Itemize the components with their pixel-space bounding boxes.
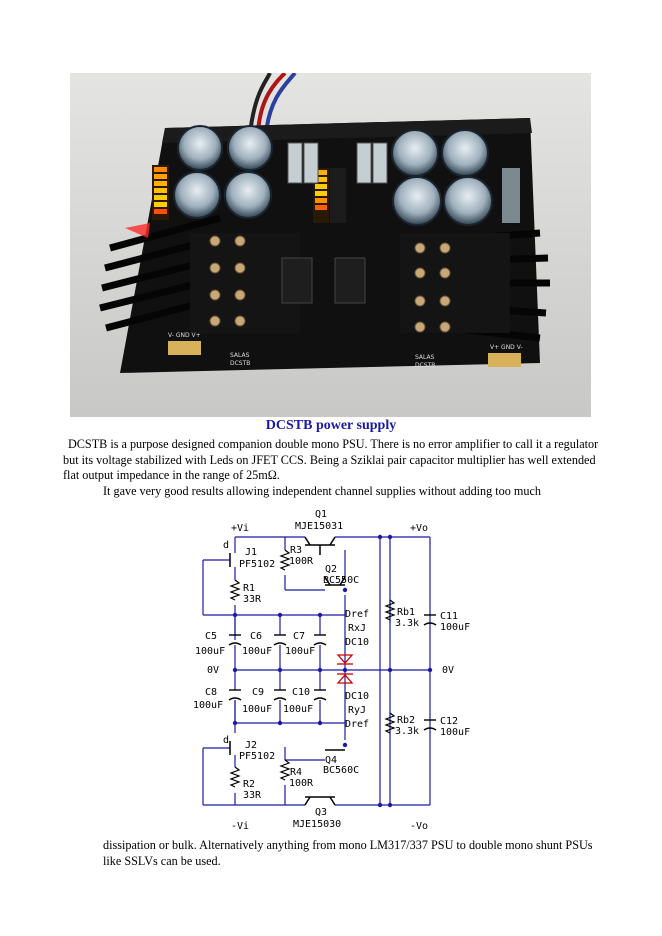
label-c9-val: 100uF	[242, 704, 272, 715]
label-rb1-val: 3.3k	[395, 618, 419, 629]
label-c6-val: 100uF	[242, 646, 272, 657]
label-rb1: Rb1	[397, 607, 415, 618]
label-q4-part: BC560C	[323, 765, 359, 776]
label-q2: Q2	[325, 564, 337, 575]
label-rxj: RxJ	[348, 623, 366, 634]
label-c9: C9	[252, 687, 264, 698]
label-j1-part: PF5102	[239, 559, 275, 570]
label-q3-part: MJE15030	[293, 819, 341, 830]
svg-text:V+ GND V-: V+ GND V-	[490, 344, 523, 351]
schematic-diagram: +Vi +Vo -Vi -Vo 0V 0V Q1 MJE15031 Q3 MJE…	[193, 509, 470, 832]
label-dc10-bot: DC10	[345, 691, 369, 702]
label-c10-val: 100uF	[283, 704, 313, 715]
label-vo-pos: +Vo	[410, 523, 428, 534]
label-c5: C5	[205, 631, 217, 642]
label-rb2: Rb2	[397, 715, 415, 726]
label-r3: R3	[290, 545, 302, 556]
label-q3: Q3	[315, 807, 327, 818]
label-r3-val: 100R	[289, 556, 314, 567]
label-rb2-val: 3.3k	[395, 726, 419, 737]
label-j1: J1	[245, 547, 257, 558]
label-vi-neg: -Vi	[231, 821, 249, 832]
intro-paragraph: DCSTB is a purpose designed companion do…	[63, 437, 599, 482]
svg-text:SALAS: SALAS	[415, 354, 435, 361]
results-paragraph: It gave very good results allowing indep…	[103, 484, 541, 498]
label-r1-val: 33R	[243, 594, 262, 605]
label-c7-val: 100uF	[285, 646, 315, 657]
label-q4: Q4	[325, 755, 337, 766]
label-vi-pos: +Vi	[231, 523, 249, 534]
label-r1: R1	[243, 583, 255, 594]
label-dc10-top: DC10	[345, 637, 369, 648]
label-zero-left: 0V	[207, 665, 219, 676]
label-c12: C12	[440, 716, 458, 727]
label-c10: C10	[292, 687, 310, 698]
label-dref-bot: Dref	[345, 719, 369, 730]
label-dref-top: Dref	[345, 609, 369, 620]
pcb-photo: V- GND V+ V+ GND V- SALAS DCSTB SALAS DC…	[70, 73, 591, 417]
label-q1-part: MJE15031	[295, 521, 343, 532]
label-r2-val: 33R	[243, 790, 262, 801]
label-c5-val: 100uF	[195, 646, 225, 657]
label-c7: C7	[293, 631, 305, 642]
label-c11-val: 100uF	[440, 622, 470, 633]
label-r2: R2	[243, 779, 255, 790]
label-r4-val: 100R	[289, 778, 314, 789]
label-c11: C11	[440, 611, 458, 622]
label-c12-val: 100uF	[440, 727, 470, 738]
label-c8-val: 100uF	[193, 700, 223, 711]
alternatives-paragraph: dissipation or bulk. Alternatively anyth…	[103, 838, 593, 868]
svg-text:V- GND V+: V- GND V+	[168, 332, 201, 339]
label-q2-part: BC550C	[323, 575, 359, 586]
page-title: DCSTB power supply	[265, 418, 397, 433]
label-r4: R4	[290, 767, 302, 778]
label-ryj: RyJ	[348, 705, 366, 716]
label-c6: C6	[250, 631, 262, 642]
pcb-photo-drawing: V- GND V+ V+ GND V- SALAS DCSTB SALAS DC…	[70, 73, 591, 417]
label-c8: C8	[205, 687, 217, 698]
label-d-top: d	[223, 540, 229, 551]
label-j2: J2	[245, 740, 257, 751]
label-j2-part: PF5102	[239, 751, 275, 762]
label-q1: Q1	[315, 509, 327, 520]
svg-text:DCSTB: DCSTB	[415, 362, 435, 369]
label-d-bot: d	[223, 735, 229, 746]
label-zero-right: 0V	[442, 665, 454, 676]
svg-text:DCSTB: DCSTB	[230, 360, 250, 367]
svg-text:SALAS: SALAS	[230, 352, 250, 359]
label-vo-neg: -Vo	[410, 821, 428, 832]
